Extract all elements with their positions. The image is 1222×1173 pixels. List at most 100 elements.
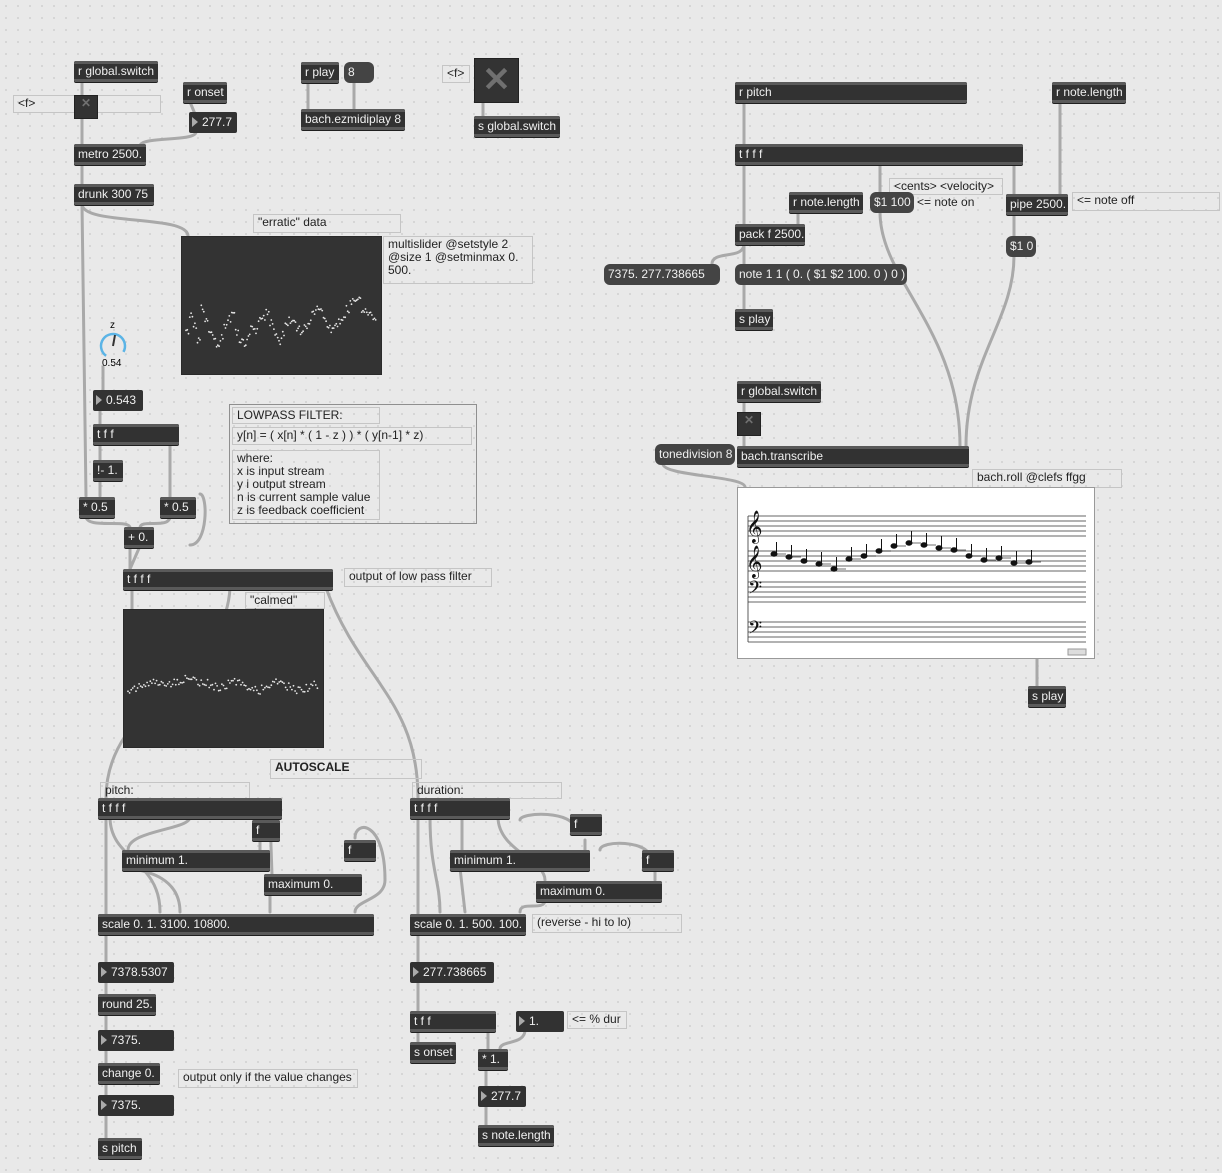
slider-point — [194, 322, 196, 325]
trigger-ff[interactable]: t f f — [93, 424, 179, 445]
slider-point — [303, 324, 306, 326]
slider-point — [313, 680, 316, 683]
slider-point — [365, 311, 368, 314]
slider-point — [227, 679, 230, 682]
play-number-box[interactable]: 8 — [344, 62, 374, 83]
slider-point — [288, 316, 290, 319]
trigger-fff-main[interactable]: t f f f — [123, 569, 333, 590]
slider-point — [224, 687, 226, 690]
slider-point — [271, 323, 274, 325]
slider-point — [322, 316, 325, 319]
slider-point — [199, 339, 201, 341]
lowpass-panel: LOWPASS FILTER: y[n] = ( x[n] * ( 1 - z … — [229, 404, 477, 524]
send-pitch[interactable]: s pitch — [98, 1138, 142, 1159]
scale-duration[interactable]: scale 0. 1. 500. 100. — [410, 914, 526, 935]
maximum-duration[interactable]: maximum 0. — [536, 881, 662, 902]
bach-transcribe[interactable]: bach.transcribe — [737, 446, 969, 467]
slider-point — [139, 685, 142, 687]
plus-object[interactable]: + 0. — [124, 527, 154, 548]
slider-point — [203, 683, 206, 686]
slider-point — [178, 683, 180, 686]
pipe-object[interactable]: pipe 2500. — [1006, 194, 1068, 215]
change-object[interactable]: change 0. — [98, 1063, 160, 1084]
message-dollar-one-0[interactable]: $1 0 — [1006, 236, 1036, 257]
pitch-number-2[interactable]: 7375. — [98, 1030, 174, 1051]
float-p2[interactable]: f — [344, 840, 376, 861]
metro-object[interactable]: metro 2500. — [74, 144, 146, 165]
float-d2[interactable]: f — [642, 850, 674, 871]
bach-roll-score[interactable]: 𝄞 𝄞 𝄢 𝄢 — [737, 487, 1095, 659]
float-p1[interactable]: f — [252, 820, 280, 841]
slider-point — [257, 692, 260, 695]
onset-number-box[interactable]: 277.7 — [189, 112, 237, 133]
pack-object[interactable]: pack f 2500. — [735, 224, 805, 245]
drunk-object[interactable]: drunk 300 75 — [74, 184, 154, 205]
round-object[interactable]: round 25. — [98, 994, 156, 1015]
maximum-pitch[interactable]: maximum 0. — [264, 874, 362, 895]
slider-point — [301, 331, 303, 334]
slider-point — [215, 345, 218, 348]
toggle-big[interactable]: ✕ — [474, 58, 519, 103]
z-number-box[interactable]: 0.543 — [93, 390, 143, 411]
slider-point — [223, 323, 226, 326]
times-a[interactable]: * 0.5 — [79, 497, 115, 518]
slider-point — [160, 680, 163, 683]
pitch-number-3[interactable]: 7375. — [98, 1095, 174, 1116]
slider-point — [363, 311, 366, 313]
pitch-number-1[interactable]: 7378.5307 — [98, 962, 174, 983]
multislider-erratic[interactable] — [181, 236, 382, 375]
note-message[interactable]: note 1 1 ( 0. ( $1 $2 100. 0 ) 0 ) — [735, 264, 907, 285]
receive-global-switch-2[interactable]: r global.switch — [737, 381, 821, 402]
float-d1[interactable]: f — [570, 814, 602, 835]
roll-comment: bach.roll @clefs ffgg — [972, 469, 1122, 488]
receive-onset[interactable]: r onset — [183, 82, 227, 103]
duration-number-2[interactable]: 277.7 — [478, 1086, 526, 1107]
minimum-duration[interactable]: minimum 1. — [450, 850, 590, 871]
slider-point — [241, 681, 244, 684]
dial-z[interactable]: z 0.54 — [98, 320, 130, 369]
trigger-fff-right[interactable]: t f f f — [735, 144, 1023, 165]
send-play-2[interactable]: s play — [1028, 686, 1066, 707]
slider-point — [373, 317, 376, 320]
multislider-calmed[interactable] — [123, 609, 324, 748]
slider-point — [196, 341, 199, 344]
slider-point — [147, 684, 150, 687]
trigger-fff-pitch[interactable]: t f f f — [98, 798, 282, 819]
slider-point — [364, 308, 367, 310]
receive-pitch[interactable]: r pitch — [735, 82, 967, 103]
trigger-ff-duration[interactable]: t f f — [410, 1011, 496, 1032]
send-onset[interactable]: s onset — [410, 1042, 456, 1063]
duration-number-1[interactable]: 277.738665 — [410, 962, 494, 983]
send-note-length[interactable]: s note.length — [478, 1125, 554, 1146]
minimum-pitch[interactable]: minimum 1. — [122, 850, 270, 871]
slider-point — [323, 317, 326, 320]
message-dollar-one-100[interactable]: $1 100 — [870, 192, 914, 213]
receive-global-switch[interactable]: r global.switch — [74, 61, 158, 82]
slider-point — [268, 686, 271, 689]
send-play-1[interactable]: s play — [735, 309, 773, 330]
tonedivision-message[interactable]: tonedivision 8 — [655, 444, 735, 465]
slider-point — [217, 689, 220, 692]
slider-point — [220, 334, 223, 336]
slider-point — [182, 681, 185, 684]
send-global-switch[interactable]: s global.switch — [474, 116, 560, 137]
scale-pitch[interactable]: scale 0. 1. 3100. 10800. — [98, 914, 374, 935]
duration-percent-number[interactable]: 1. — [516, 1011, 564, 1032]
slider-point — [216, 344, 219, 347]
bach-ezmidiplay[interactable]: bach.ezmidiplay 8 — [301, 109, 405, 130]
slider-point — [369, 311, 372, 314]
rminus-object[interactable]: !- 1. — [93, 460, 123, 481]
receive-note-length-1[interactable]: r note.length — [1052, 82, 1126, 103]
toggle-1[interactable]: ✕ — [74, 95, 98, 119]
toggle-2[interactable]: ✕ — [737, 412, 761, 436]
slider-point — [259, 316, 261, 319]
slider-point — [278, 339, 280, 342]
trigger-fff-dur[interactable]: t f f f — [410, 798, 510, 819]
receive-note-length-2[interactable]: r note.length — [789, 192, 863, 213]
slider-point — [184, 674, 187, 677]
receive-play[interactable]: r play — [301, 62, 339, 83]
times-one[interactable]: * 1. — [478, 1049, 508, 1070]
pitch-duration-message[interactable]: 7375. 277.738665 — [604, 264, 720, 285]
slider-point — [233, 677, 236, 680]
times-b[interactable]: * 0.5 — [160, 497, 196, 518]
